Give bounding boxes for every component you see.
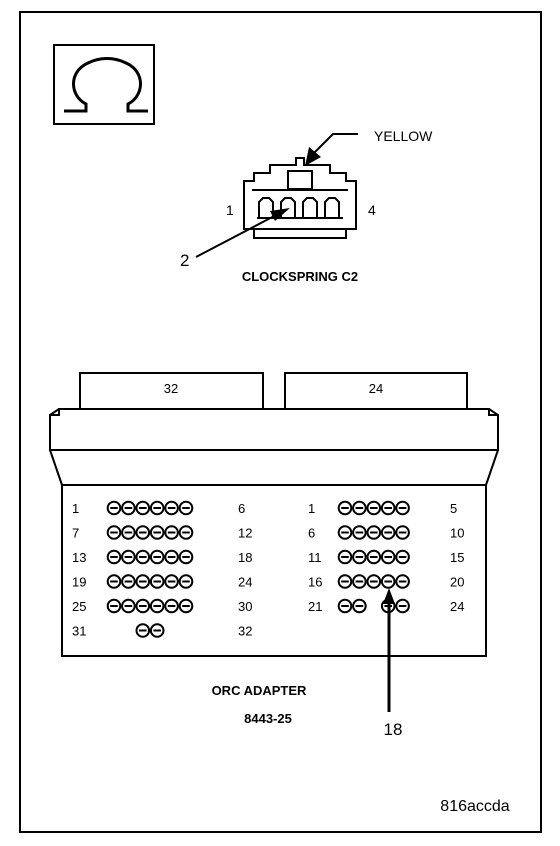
left-row-start-label: 25 (72, 599, 86, 614)
right-pin-cavity (395, 574, 410, 589)
left-pin-cavity (135, 525, 151, 540)
right-pin-cavity (352, 525, 367, 540)
left-pin-cavity (178, 574, 194, 589)
right-pin-cavity (337, 500, 353, 516)
right-pin-cavity (366, 549, 382, 565)
right-pin-cavity (337, 525, 353, 540)
left-row-start-label: 7 (72, 526, 79, 541)
right-pin-cavity (352, 549, 367, 565)
tab-left-label: 32 (164, 381, 178, 396)
left-pin-cavity (121, 598, 136, 614)
adapter-pin-callout-number: 18 (384, 720, 403, 739)
right-pin-cavity (352, 574, 367, 589)
figure-border (19, 11, 542, 833)
figure-id: 816accda (440, 798, 509, 815)
left-row-start-label: 1 (72, 501, 79, 516)
connector-pin-left-label: 1 (226, 202, 234, 218)
left-pin-cavity (149, 598, 165, 614)
left-pin-cavity (149, 525, 165, 540)
left-row-start-label: 13 (72, 550, 86, 565)
left-pin-cavity (178, 549, 194, 565)
right-pin-cavity (352, 598, 367, 614)
pin2-callout-leader (195, 208, 290, 258)
left-pin-cavity (149, 574, 165, 589)
tab-right-label: 24 (369, 381, 383, 396)
right-row-start-label: 1 (308, 501, 315, 516)
pin-callout-number: 2 (180, 251, 189, 270)
right-row-end-label: 5 (450, 501, 457, 516)
right-pin-cavity (366, 525, 382, 540)
left-pin-cavity (164, 598, 179, 614)
right-pin-cavity (366, 574, 382, 589)
clockspring-connector (243, 157, 357, 239)
left-pin-cavity (149, 623, 165, 638)
left-pin-cavity (178, 500, 194, 516)
right-pin-cavity (395, 525, 410, 540)
connector-name: CLOCKSPRING C2 (242, 269, 358, 284)
left-pin-cavity (121, 525, 136, 540)
left-pin-cavity (135, 623, 151, 638)
left-pin-cavity (106, 500, 122, 516)
right-pin-cavity (395, 549, 410, 565)
right-row-end-label: 10 (450, 526, 464, 541)
left-pin-cavity (149, 549, 165, 565)
left-pin-cavity (164, 574, 179, 589)
left-row-start-label: 31 (72, 624, 86, 639)
left-pin-cavity (121, 574, 136, 589)
left-pin-cavity (149, 500, 165, 516)
right-pin-cavity (380, 549, 396, 565)
left-pin-cavity (164, 525, 179, 540)
right-pin-cavity (337, 549, 353, 565)
right-pin-cavity (395, 598, 410, 614)
left-row-end-label: 24 (238, 575, 252, 590)
left-row-end-label: 18 (238, 550, 252, 565)
right-pin-cavity (337, 574, 353, 589)
left-pin-cavity (135, 549, 151, 565)
left-row-end-label: 12 (238, 526, 252, 541)
right-row-end-label: 20 (450, 575, 464, 590)
right-pin-cavity (366, 500, 382, 516)
right-row-start-label: 21 (308, 599, 322, 614)
left-row-end-label: 6 (238, 501, 245, 516)
left-pin-cavity (135, 574, 151, 589)
left-pin-cavity (106, 525, 122, 540)
connector-pin-right-label: 4 (368, 202, 376, 218)
left-pin-cavity (164, 500, 179, 516)
right-pin-cavity (395, 500, 410, 516)
right-pin-cavity (380, 500, 396, 516)
left-pin-cavity (121, 549, 136, 565)
left-pin-cavity (106, 574, 122, 589)
right-row-start-label: 6 (308, 526, 315, 541)
right-pin-cavity (337, 598, 353, 614)
left-row-end-label: 30 (238, 599, 252, 614)
pin18-callout-leader (383, 588, 395, 712)
left-pin-cavity (106, 598, 122, 614)
left-pin-cavity (121, 500, 136, 516)
omega-symbol-icon (53, 44, 155, 125)
color-callout-leader (305, 133, 358, 166)
left-pin-cavity (164, 549, 179, 565)
left-pin-cavity (135, 500, 151, 516)
left-pin-cavity (178, 525, 194, 540)
right-pin-cavity (380, 574, 396, 589)
adapter-title: ORC ADAPTER (212, 683, 307, 698)
adapter-part-number: 8443-25 (244, 711, 292, 726)
right-row-start-label: 16 (308, 575, 322, 590)
right-row-end-label: 15 (450, 550, 464, 565)
right-pin-cavity (352, 500, 367, 516)
left-row-start-label: 19 (72, 575, 86, 590)
left-row-end-label: 32 (238, 624, 252, 639)
right-row-end-label: 24 (450, 599, 464, 614)
left-pin-cavity (106, 549, 122, 565)
right-row-start-label: 11 (308, 550, 322, 565)
right-pin-cavity (380, 525, 396, 540)
left-pin-cavity (135, 598, 151, 614)
left-pin-cavity (178, 598, 194, 614)
color-callout-label: YELLOW (374, 128, 433, 144)
